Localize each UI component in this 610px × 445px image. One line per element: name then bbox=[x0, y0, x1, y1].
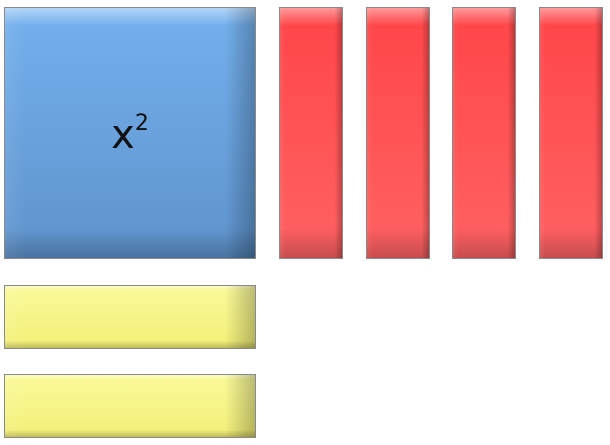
x-tile-red[interactable] bbox=[366, 7, 430, 259]
x-tile-yellow[interactable] bbox=[4, 285, 256, 349]
x-tile-red[interactable] bbox=[279, 7, 343, 259]
x-tile-red[interactable] bbox=[539, 7, 603, 259]
x-squared-label: x2 bbox=[111, 110, 149, 158]
x-squared-tile[interactable]: x2 bbox=[4, 7, 256, 259]
x-tile-yellow[interactable] bbox=[4, 374, 256, 438]
x-tile-red[interactable] bbox=[452, 7, 516, 259]
